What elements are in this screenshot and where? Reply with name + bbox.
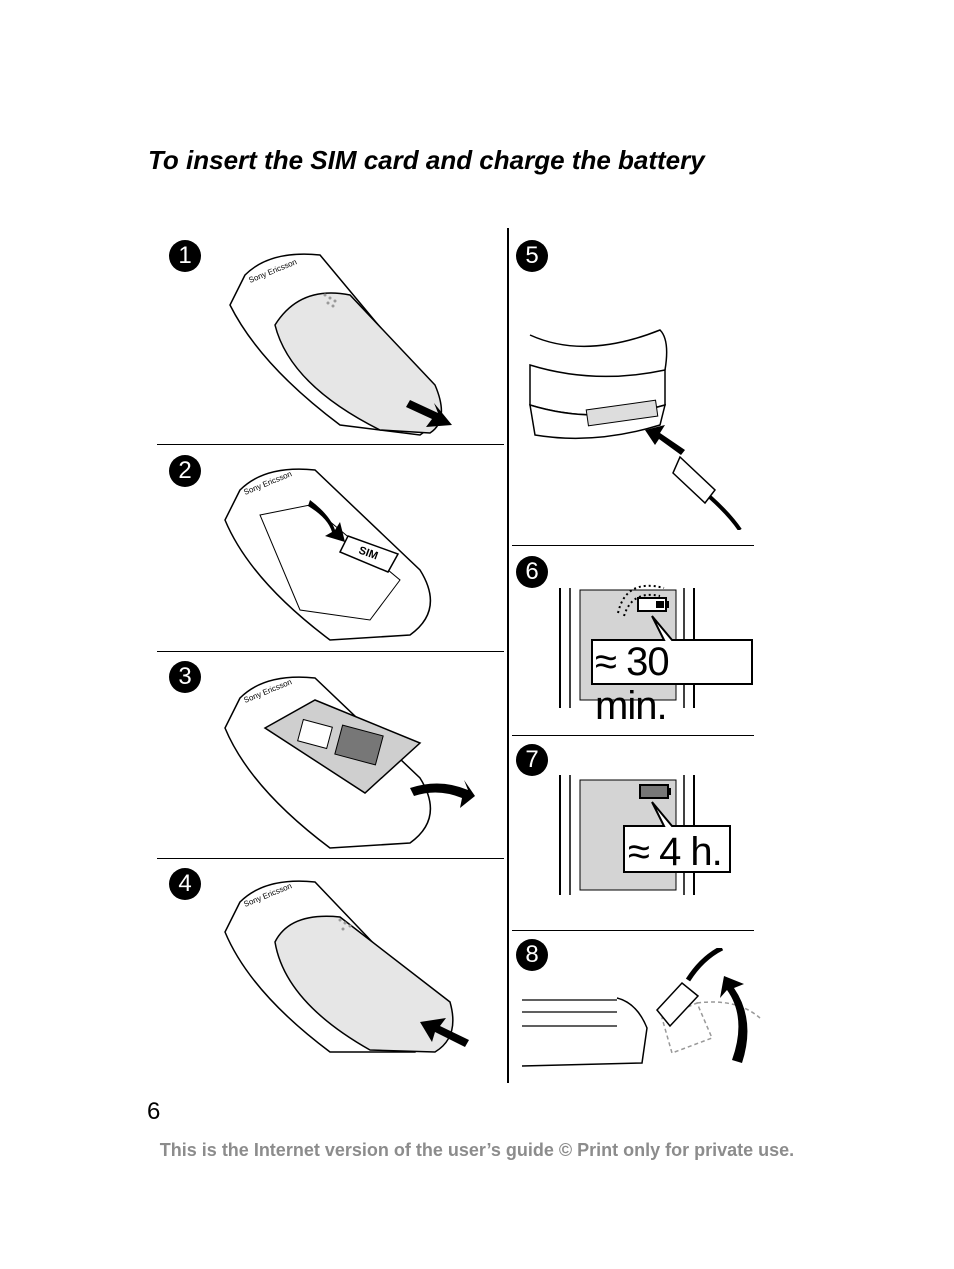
arrow-icon — [420, 1018, 469, 1047]
page-title: To insert the SIM card and charge the ba… — [148, 145, 705, 175]
charging-display-illustration — [559, 584, 753, 708]
phone-connect-charger-illustration — [529, 329, 742, 530]
step-divider — [157, 444, 504, 445]
step-3-number: 3 — [169, 661, 201, 693]
arrow-icon — [645, 425, 685, 455]
step-6-number: 6 — [516, 556, 548, 588]
page-number: 6 — [147, 1098, 161, 1125]
column-divider — [507, 228, 509, 1083]
step-divider — [512, 545, 754, 546]
step-divider — [157, 651, 504, 652]
phone-insert-sim-illustration: Sony Ericsson SIM — [224, 468, 432, 641]
step-divider — [157, 858, 504, 859]
arrow-icon — [406, 400, 452, 427]
step-8-number: 8 — [516, 939, 548, 971]
phone-remove-cover-illustration: Sony Ericsson — [229, 253, 452, 436]
phone-insert-battery-illustration: Sony Ericsson — [224, 676, 475, 849]
battery-full-display-illustration — [559, 775, 731, 895]
footer-notice: This is the Internet version of the user… — [159, 1140, 795, 1160]
step-5-number: 5 — [516, 240, 548, 272]
battery-full-icon — [639, 784, 669, 799]
step-2-number: 2 — [169, 455, 201, 487]
step-1-number: 1 — [169, 240, 201, 272]
step-4-number: 4 — [169, 868, 201, 900]
step-divider — [512, 930, 754, 931]
step-divider — [512, 735, 754, 736]
step-7-number: 7 — [516, 744, 548, 776]
disconnect-charger-illustration — [522, 948, 761, 1067]
phone-replace-cover-illustration: Sony Ericsson — [224, 880, 469, 1053]
charge-time-4-h: ≈ 4 h. — [628, 830, 723, 874]
charge-time-30-min: ≈ 30 min. — [595, 640, 670, 728]
arrow-icon — [720, 976, 748, 1063]
arrow-icon — [308, 500, 345, 542]
arrow-icon — [410, 780, 475, 808]
